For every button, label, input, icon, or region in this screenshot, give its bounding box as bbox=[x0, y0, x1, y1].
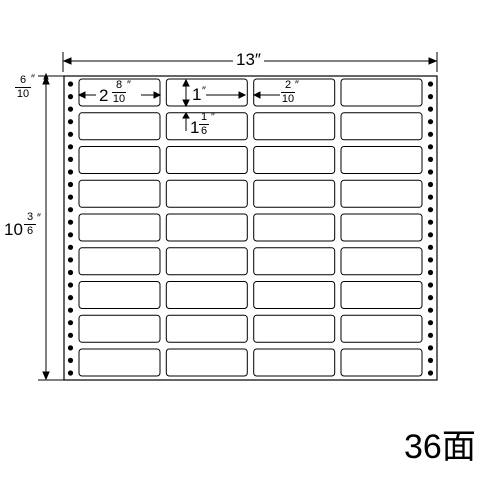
tractor-hole bbox=[67, 307, 74, 313]
label-cell bbox=[253, 314, 336, 343]
label-cell bbox=[78, 213, 161, 242]
tractor-hole bbox=[427, 295, 434, 301]
tractor-hole bbox=[427, 282, 434, 288]
label-cell bbox=[340, 146, 423, 174]
tractor-hole bbox=[67, 269, 74, 276]
tractor-hole bbox=[427, 94, 434, 100]
top-margin-dimension bbox=[43, 72, 49, 86]
tractor-hole bbox=[67, 219, 74, 225]
tractor-hole bbox=[67, 144, 74, 150]
label-cell bbox=[253, 247, 336, 276]
label-cell bbox=[340, 78, 423, 107]
tractor-hole bbox=[427, 370, 434, 376]
tractor-hole bbox=[427, 269, 434, 276]
label-cell bbox=[165, 281, 248, 309]
tractor-hole bbox=[427, 194, 434, 200]
label-cell bbox=[340, 281, 423, 309]
label-grid bbox=[78, 78, 423, 377]
tractor-hole bbox=[67, 169, 74, 175]
tractor-hole bbox=[67, 119, 74, 125]
label-cell bbox=[165, 112, 248, 141]
label-cell bbox=[253, 348, 336, 377]
label-cell bbox=[165, 213, 248, 242]
tractor-hole bbox=[67, 370, 74, 376]
label-cell bbox=[165, 146, 248, 174]
h-gap-dimension bbox=[252, 91, 280, 99]
label-cell bbox=[340, 179, 423, 208]
label-cell bbox=[340, 213, 423, 242]
label-cell bbox=[78, 281, 161, 309]
label-cell bbox=[78, 179, 161, 208]
label-cell bbox=[78, 314, 161, 343]
tractor-hole bbox=[427, 119, 434, 125]
sheet-outline bbox=[63, 75, 438, 381]
tractor-hole bbox=[427, 81, 434, 87]
tractor-hole bbox=[427, 181, 434, 188]
tractor-holes bbox=[67, 81, 434, 376]
tractor-hole bbox=[427, 144, 434, 150]
label-cell bbox=[78, 146, 161, 174]
label-cell bbox=[340, 348, 423, 377]
tractor-hole bbox=[67, 244, 74, 250]
label-height-dimension bbox=[182, 78, 247, 108]
tractor-hole bbox=[67, 156, 74, 162]
tractor-hole bbox=[67, 320, 74, 326]
tractor-hole bbox=[427, 207, 434, 213]
tractor-hole bbox=[67, 357, 74, 363]
label-cell bbox=[165, 247, 248, 276]
label-cell bbox=[253, 179, 336, 208]
label-cell bbox=[253, 281, 336, 309]
label-cell bbox=[253, 112, 336, 141]
label-cell bbox=[340, 247, 423, 276]
label-cell bbox=[78, 247, 161, 276]
tractor-hole bbox=[427, 332, 434, 338]
label-cell bbox=[165, 348, 248, 377]
tractor-hole bbox=[67, 295, 74, 301]
tractor-hole bbox=[67, 232, 74, 238]
v-gap-dimension bbox=[182, 112, 190, 131]
tractor-hole bbox=[427, 357, 434, 363]
tractor-hole bbox=[67, 181, 74, 188]
tractor-hole bbox=[67, 207, 74, 213]
tractor-hole bbox=[67, 282, 74, 288]
tractor-hole bbox=[427, 106, 434, 112]
label-cell bbox=[78, 348, 161, 377]
tractor-hole bbox=[427, 257, 434, 263]
label-cell bbox=[253, 213, 336, 242]
tractor-hole bbox=[67, 131, 74, 137]
label-cell bbox=[340, 112, 423, 141]
tractor-hole bbox=[67, 332, 74, 338]
label-count: 36面 bbox=[404, 428, 476, 466]
tractor-hole bbox=[427, 307, 434, 313]
label-cell bbox=[165, 179, 248, 208]
tractor-hole bbox=[427, 320, 434, 326]
tractor-hole bbox=[427, 131, 434, 137]
tractor-hole bbox=[427, 244, 434, 250]
tractor-hole bbox=[67, 257, 74, 263]
label-cell bbox=[340, 314, 423, 343]
width-label: 13″ bbox=[233, 51, 264, 68]
tractor-hole bbox=[67, 94, 74, 100]
tractor-hole bbox=[427, 219, 434, 225]
tractor-hole bbox=[427, 169, 434, 175]
label-cell bbox=[78, 112, 161, 141]
height-dimension bbox=[38, 75, 64, 381]
tractor-hole bbox=[67, 81, 74, 87]
tractor-hole bbox=[67, 106, 74, 112]
tractor-hole bbox=[67, 345, 74, 351]
tractor-hole bbox=[67, 194, 74, 200]
label-width-dimension bbox=[77, 91, 162, 99]
tractor-hole bbox=[427, 156, 434, 162]
label-cell bbox=[253, 146, 336, 174]
label-cell bbox=[165, 314, 248, 343]
tractor-hole bbox=[427, 345, 434, 351]
tractor-hole bbox=[427, 232, 434, 238]
label-cell bbox=[165, 78, 248, 107]
